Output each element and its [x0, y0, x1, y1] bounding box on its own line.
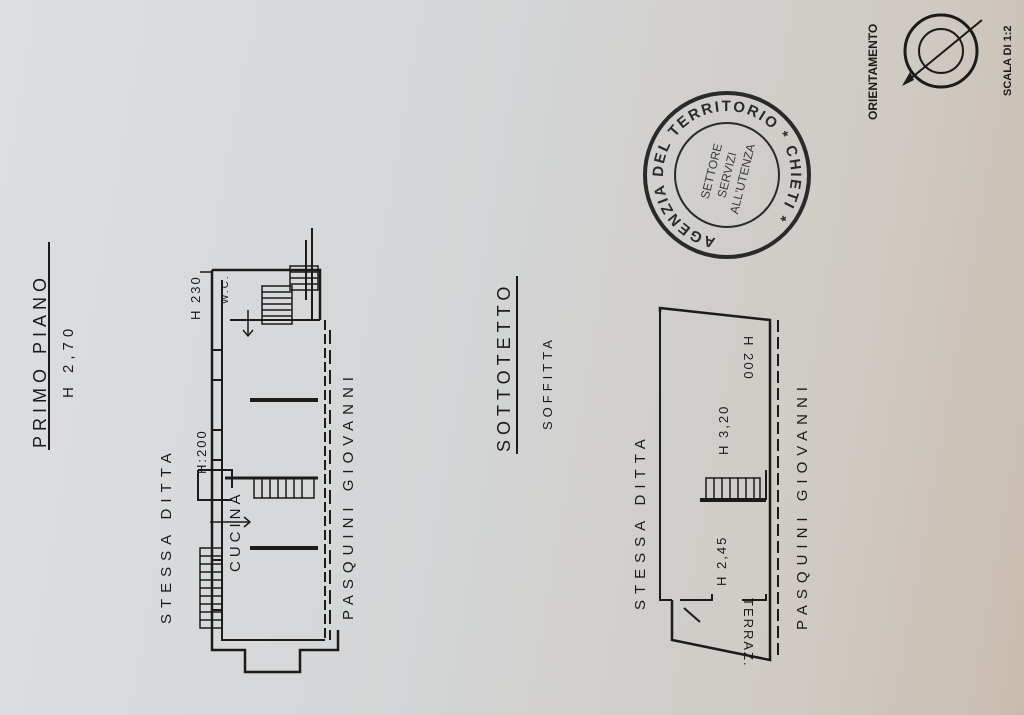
- floor1-outline: [197, 228, 340, 674]
- orientation-scale: SCALA DI 1:2: [1002, 25, 1014, 97]
- floor1-stairs-left: [199, 547, 223, 629]
- orientation-compass-icon: [902, 13, 983, 89]
- floor1-title-underline: [48, 242, 50, 450]
- floor1-arrows: [200, 271, 254, 528]
- attic-title-underline: [516, 276, 518, 454]
- floor1-stairs-top: [261, 265, 319, 325]
- agenzia-territorio-stamp: AGENZIA DEL TERRITORIO * CHIETI * SETTOR…: [641, 89, 813, 261]
- attic-stairs: [705, 477, 761, 501]
- floor1-stairs-middle: [253, 477, 315, 499]
- orientation-label: ORIENTAMENTO: [866, 23, 880, 120]
